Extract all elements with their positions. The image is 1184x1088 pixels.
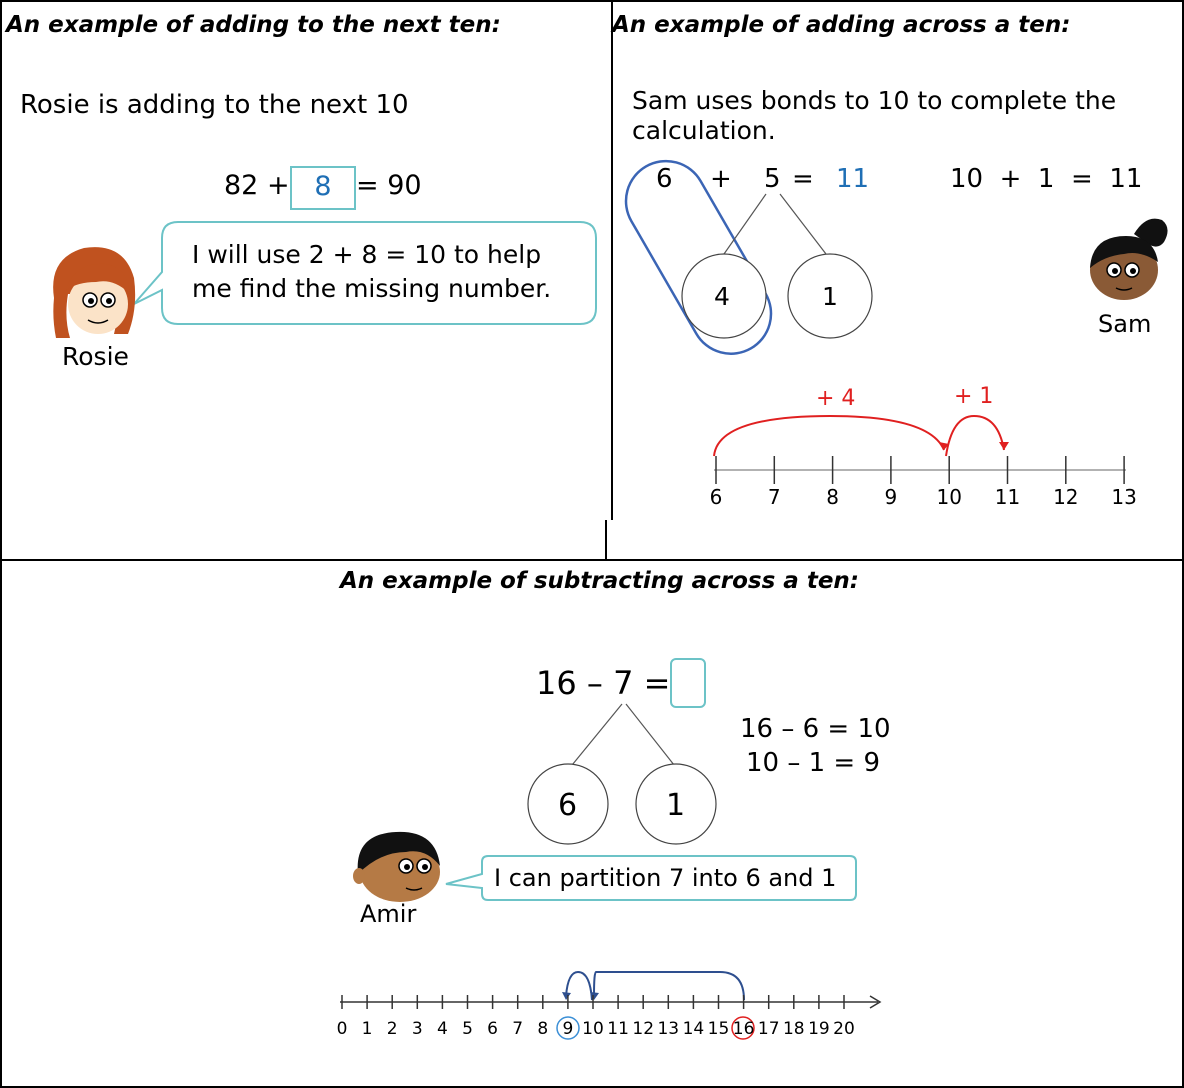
tick-label: 8	[826, 485, 839, 509]
sam-intro-line2: calculation.	[632, 116, 776, 145]
amir-bubble-text: I can partition 7 into 6 and 1	[494, 864, 837, 892]
sam-circle-right: 1	[822, 282, 838, 311]
sam-avatar-icon	[1090, 218, 1168, 300]
tick-label: 16	[733, 1019, 755, 1039]
amir-speech-bubble-shape	[445, 855, 857, 901]
tick-label: 20	[833, 1019, 855, 1039]
tick-label: 10	[582, 1019, 604, 1039]
sam-eq-equals: =	[792, 164, 814, 194]
tick-label: 13	[657, 1019, 679, 1039]
tick-label: 0	[337, 1019, 348, 1039]
sam-circle-left: 4	[714, 282, 730, 311]
answer-value: 8	[314, 171, 332, 202]
sam-eq-plus: +	[710, 164, 732, 194]
amir-name: Amir	[360, 900, 417, 928]
tick-label: 1	[362, 1019, 373, 1039]
number-line-arrow-icon	[869, 995, 882, 1009]
amir-avatar-icon	[353, 831, 440, 902]
amir-circle-right: 1	[666, 788, 686, 823]
amir-bond-diagram	[527, 703, 717, 845]
equation-right: = 90	[356, 170, 422, 201]
tick-label: 15	[708, 1019, 730, 1039]
amir-equation: 16 – 7 =	[536, 664, 671, 702]
jump-plus-1-arc	[945, 414, 1005, 457]
jump-plus-1-arrowhead	[999, 442, 1009, 450]
amir-step2: 10 – 1 = 9	[746, 748, 881, 778]
heading-subtracting-across-ten: An example of subtracting across a ten:	[340, 568, 859, 594]
tick-label: 11	[995, 485, 1020, 509]
tick-label: 8	[537, 1019, 548, 1039]
tick-label: 17	[758, 1019, 780, 1039]
sam-eq-a: 6	[656, 164, 673, 194]
jump-minus-1-arc	[565, 970, 593, 1001]
tick-label: 3	[412, 1019, 423, 1039]
rosie-avatar-icon	[53, 247, 136, 338]
heading-adding-next-ten: An example of adding to the next ten:	[6, 12, 501, 38]
jump-minus-1-arrowhead	[562, 992, 571, 1000]
answer-box: 8	[290, 166, 356, 210]
tick-label: 7	[512, 1019, 523, 1039]
tick-label: 19	[808, 1019, 830, 1039]
sam-eq2: 10 + 1 = 11	[950, 164, 1143, 194]
tick-label: 5	[462, 1019, 473, 1039]
tick-label: 9	[562, 1019, 573, 1039]
tick-label: 13	[1111, 485, 1136, 509]
rosie-bubble-line1: I will use 2 + 8 = 10 to help	[192, 240, 542, 269]
sam-eq-b: 5	[764, 164, 781, 194]
tick-label: 7	[768, 485, 781, 509]
tick-label: 2	[387, 1019, 398, 1039]
amir-answer-box	[670, 658, 706, 708]
sam-name: Sam	[1098, 310, 1152, 338]
jump-plus-4-label: + 4	[816, 386, 856, 411]
heading-adding-across-ten: An example of adding across a ten:	[612, 12, 1071, 38]
rosie-speech-bubble-shape	[133, 221, 597, 325]
rosie-name: Rosie	[62, 342, 129, 371]
sam-bond-diagram	[624, 159, 873, 355]
equation-left: 82 +	[224, 170, 290, 201]
sam-number-line: 6 7 8 9 10 11 12 13	[710, 414, 1137, 509]
rosie-intro-text: Rosie is adding to the next 10	[20, 90, 409, 120]
tick-label: 12	[632, 1019, 654, 1039]
tick-label: 6	[710, 485, 723, 509]
tick-label: 18	[783, 1019, 805, 1039]
jump-plus-4-arc	[713, 414, 945, 457]
tick-label: 12	[1053, 485, 1078, 509]
tick-label: 11	[607, 1019, 629, 1039]
sam-eq-result: 11	[836, 164, 870, 194]
sam-intro-line1: Sam uses bonds to 10 to complete the	[632, 86, 1117, 115]
jump-plus-4-arrowhead	[939, 442, 949, 450]
tick-label: 10	[936, 485, 961, 509]
tick-label: 9	[885, 485, 898, 509]
rosie-bubble-line2: me find the missing number.	[192, 274, 552, 303]
jump-plus-1-label: + 1	[954, 384, 994, 409]
tick-label: 6	[487, 1019, 498, 1039]
tick-label: 4	[437, 1019, 448, 1039]
answer-9-circle	[556, 1016, 580, 1040]
tick-label: 14	[683, 1019, 705, 1039]
amir-step1: 16 – 6 = 10	[740, 714, 891, 744]
amir-circle-left: 6	[558, 788, 578, 823]
jump-minus-6-arc	[593, 971, 745, 1001]
start-16-circle	[731, 1016, 755, 1040]
